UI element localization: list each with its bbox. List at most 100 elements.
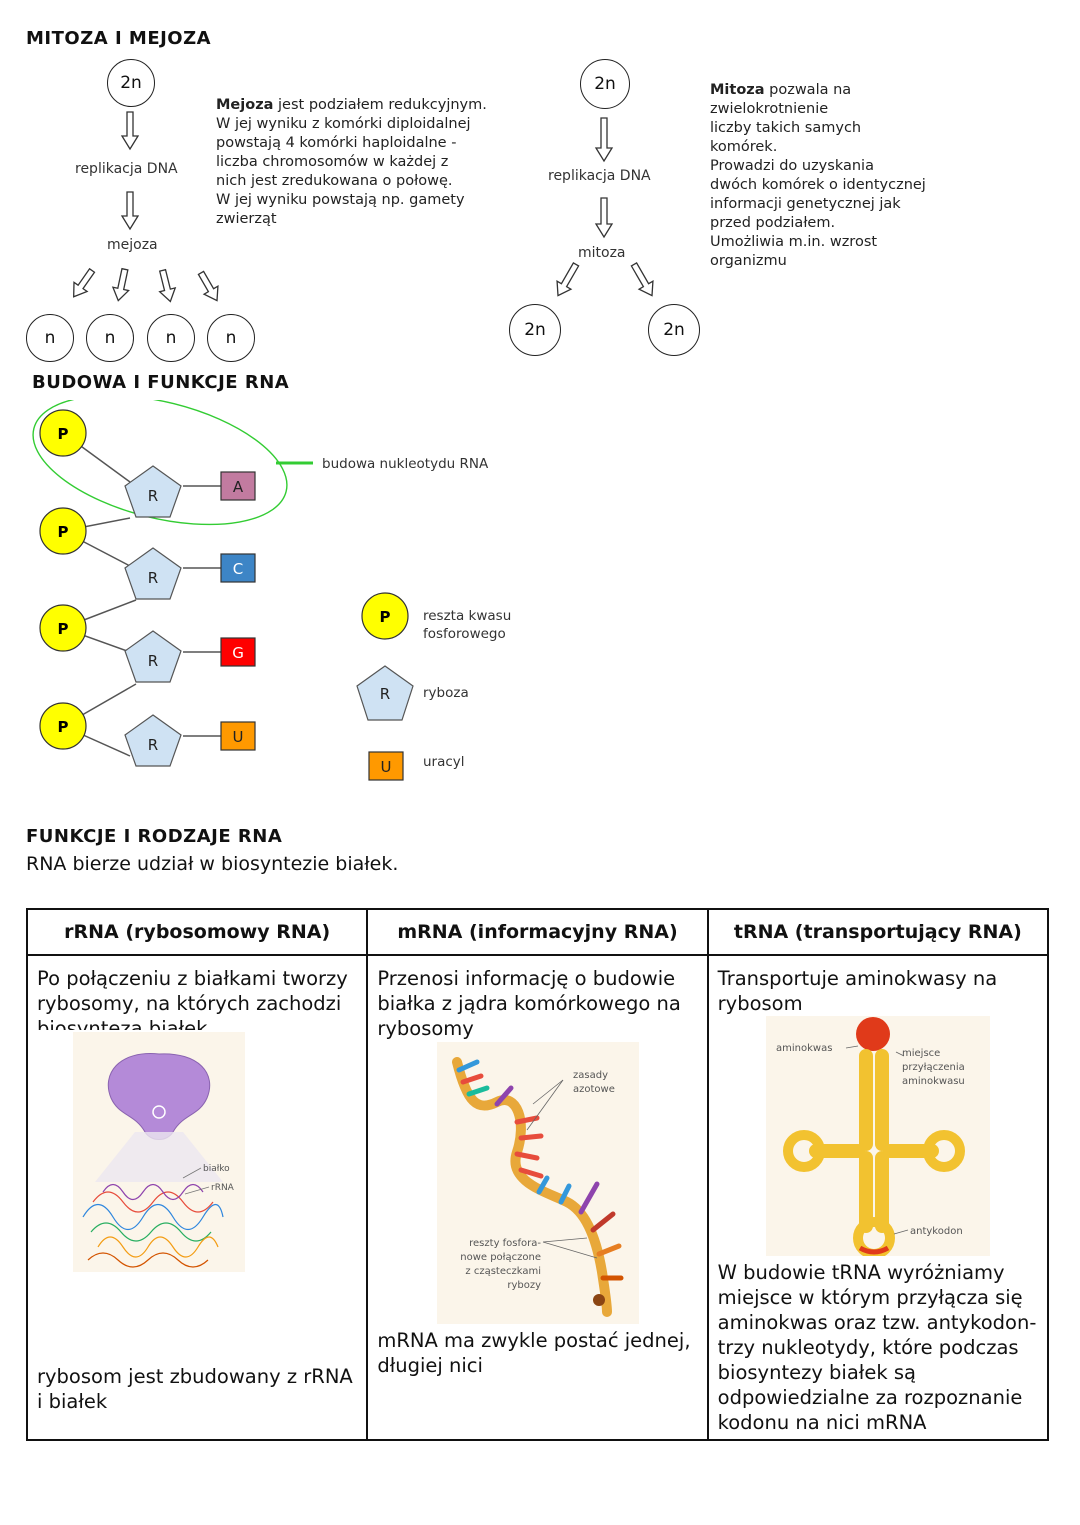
- rrna-footer: rybosom jest zbudowany z rRNA i białek: [37, 1365, 353, 1413]
- table-header-row: rRNA (rybosomowy RNA) mRNA (informacyjny…: [25, 908, 1050, 956]
- legend-uracil-label: uracyl: [423, 754, 465, 770]
- section-title-rna-types: FUNKCJE I RODZAJE RNA: [26, 826, 283, 847]
- division-arrows: [73, 111, 654, 303]
- section-title-rna-structure: BUDOWA I FUNKCJE RNA: [32, 372, 290, 393]
- rrna-img-label-rrna: rRNA: [211, 1183, 235, 1193]
- ribose-pentagon: R: [124, 547, 182, 600]
- svg-text:P: P: [58, 523, 69, 541]
- rrna-description: Po połączeniu z białkami tworzy rybosomy…: [37, 967, 348, 1030]
- meiosis-parent-cell: 2n: [107, 59, 155, 107]
- header-trna: tRNA (transportujący RNA): [706, 908, 1050, 956]
- mrna-img-label: zasady: [573, 1070, 608, 1081]
- rna-chain-diagram: budowa nukleotydu RNA P P P P R R R R A …: [32, 400, 489, 767]
- svg-text:G: G: [232, 644, 244, 662]
- mitosis-desc-line: Umożliwia m.in. wzrost: [710, 234, 878, 250]
- meiosis-desc-line: W jej wyniku z komórki diploidalnej: [216, 116, 471, 132]
- meiosis-desc-line: powstają 4 komórki haploidalne -: [216, 135, 457, 151]
- trna-footer: W budowie tRNA wyróżniamy miejsce w któr…: [717, 1261, 1037, 1434]
- mitosis-daughter-cell: 2n: [648, 304, 700, 356]
- trna-img-label-aminoacid: aminokwas: [776, 1043, 832, 1054]
- svg-text:R: R: [148, 569, 158, 587]
- trna-img-label-anticodon: antykodon: [910, 1226, 963, 1237]
- trna-img-label-site: przyłączenia: [902, 1062, 965, 1073]
- mrna-img-label: reszty fosfora-: [469, 1238, 541, 1249]
- mitosis-desc-line: liczby takich samych: [710, 120, 862, 136]
- legend-uracil-icon: U: [368, 751, 404, 781]
- svg-text:R: R: [148, 487, 158, 505]
- svg-text:P: P: [58, 620, 69, 638]
- cell-trna: Transportuje aminokwasy na rybosom: [706, 954, 1050, 1441]
- mitosis-desc-line: organizmu: [710, 253, 787, 269]
- meiosis-daughter-cell: n: [207, 314, 255, 362]
- svg-text:R: R: [148, 652, 158, 670]
- svg-text:P: P: [58, 425, 69, 443]
- trna-img-label-site: aminokwasu: [902, 1076, 965, 1087]
- rna-types-intro: RNA bierze udział w biosyntezie białek.: [26, 853, 399, 875]
- meiosis-daughter-cell: n: [26, 314, 74, 362]
- legend-phosphate-label: reszta kwasu fosforowego: [423, 608, 512, 642]
- mitosis-desc-line: przed podziałem.: [710, 215, 836, 231]
- header-mrna: mRNA (informacyjny RNA): [366, 908, 709, 956]
- legend-phosphate-icon: P: [361, 592, 409, 640]
- svg-text:P: P: [380, 608, 391, 626]
- svg-text:R: R: [148, 736, 158, 754]
- mitosis-desc-line: dwóch komórek o identycznej: [710, 177, 926, 193]
- phosphate-group: P: [39, 507, 87, 555]
- cell-rrna: Po połączeniu z białkami tworzy rybosomy…: [25, 954, 369, 1441]
- mrna-img-label: rybozy: [508, 1280, 542, 1291]
- svg-text:U: U: [233, 728, 244, 746]
- mrna-img-label: azotowe: [573, 1084, 615, 1095]
- section-title-mitosis-meiosis: MITOZA I MEJOZA: [26, 28, 212, 49]
- svg-text:A: A: [233, 478, 244, 496]
- meiosis-daughter-cell: n: [86, 314, 134, 362]
- cell-mrna: Przenosi informację o budowie białka z j…: [366, 954, 709, 1441]
- ribose-pentagon: R: [124, 630, 182, 683]
- svg-text:P: P: [58, 718, 69, 736]
- meiosis-desc-line: W jej wyniku powstają np. gamety: [216, 192, 465, 208]
- ribose-pentagon: R: [124, 714, 182, 767]
- nucleotide-label: budowa nukleotydu RNA: [322, 456, 489, 472]
- meiosis-description: Mejoza jest podziałem redukcyjnym. W jej…: [216, 96, 506, 229]
- meiosis-step-label: mejoza: [107, 237, 158, 253]
- mrna-illustration: zasady azotowe reszty fosfora- nowe połą…: [437, 1042, 640, 1324]
- trna-description: Transportuje aminokwasy na rybosom: [717, 967, 998, 1015]
- trna-img-label-site: miejsce: [902, 1048, 940, 1059]
- phosphate-group: P: [39, 604, 87, 652]
- base-guanine: G: [220, 637, 256, 667]
- legend-symbols: P R U: [356, 592, 414, 781]
- rna-types-table: rRNA (rybosomowy RNA) mRNA (informacyjny…: [25, 908, 1050, 1441]
- legend-ribose-label: ryboza: [423, 685, 469, 701]
- header-rrna: rRNA (rybosomowy RNA): [25, 908, 369, 956]
- mrna-footer: mRNA ma zwykle postać jednej, długiej ni…: [377, 1329, 691, 1377]
- ribose-pentagon: R: [124, 465, 182, 518]
- mitosis-desc-line: Prowadzi do uzyskania: [710, 158, 874, 174]
- mrna-img-label: z cząsteczkami: [466, 1266, 542, 1277]
- meiosis-desc-line: liczba chromosomów w każdej z: [216, 154, 449, 170]
- meiosis-term: Mejoza: [216, 97, 274, 113]
- base-adenine: A: [220, 471, 256, 501]
- mitosis-desc-line: komórek.: [710, 139, 778, 155]
- mitosis-step-label: mitoza: [578, 245, 626, 261]
- svg-text:C: C: [233, 560, 243, 578]
- mitosis-parent-cell: 2n: [580, 59, 630, 109]
- base-uracil: U: [220, 721, 256, 751]
- mrna-img-label: nowe połączone: [461, 1252, 542, 1263]
- table-row: Po połączeniu z białkami tworzy rybosomy…: [25, 954, 1050, 1441]
- mrna-description: Przenosi informację o budowie białka z j…: [377, 967, 681, 1040]
- trna-illustration: aminokwas miejsce przyłączenia aminokwas…: [765, 1016, 990, 1256]
- mitosis-term: Mitoza: [710, 82, 765, 98]
- meiosis-desc-line: zwierząt: [216, 211, 277, 227]
- mitosis-desc-line: informacji genetycznej jak: [710, 196, 901, 212]
- phosphate-group: P: [39, 409, 87, 457]
- mitosis-desc-line: zwielokrotnienie: [710, 101, 829, 117]
- mitosis-description: Mitoza pozwala na zwielokrotnienie liczb…: [710, 81, 970, 271]
- mitosis-daughter-cell: 2n: [509, 304, 561, 356]
- ribosome-illustration: białko rRNA: [73, 1032, 245, 1272]
- meiosis-desc-line: nich jest zredukowana o połowę.: [216, 173, 453, 189]
- base-cytosine: C: [220, 553, 256, 583]
- legend-ribose-icon: R: [356, 665, 414, 721]
- meiosis-step-replication: replikacja DNA: [75, 161, 178, 177]
- svg-text:U: U: [381, 758, 392, 776]
- meiosis-daughter-cell: n: [147, 314, 195, 362]
- phosphate-group: P: [39, 702, 87, 750]
